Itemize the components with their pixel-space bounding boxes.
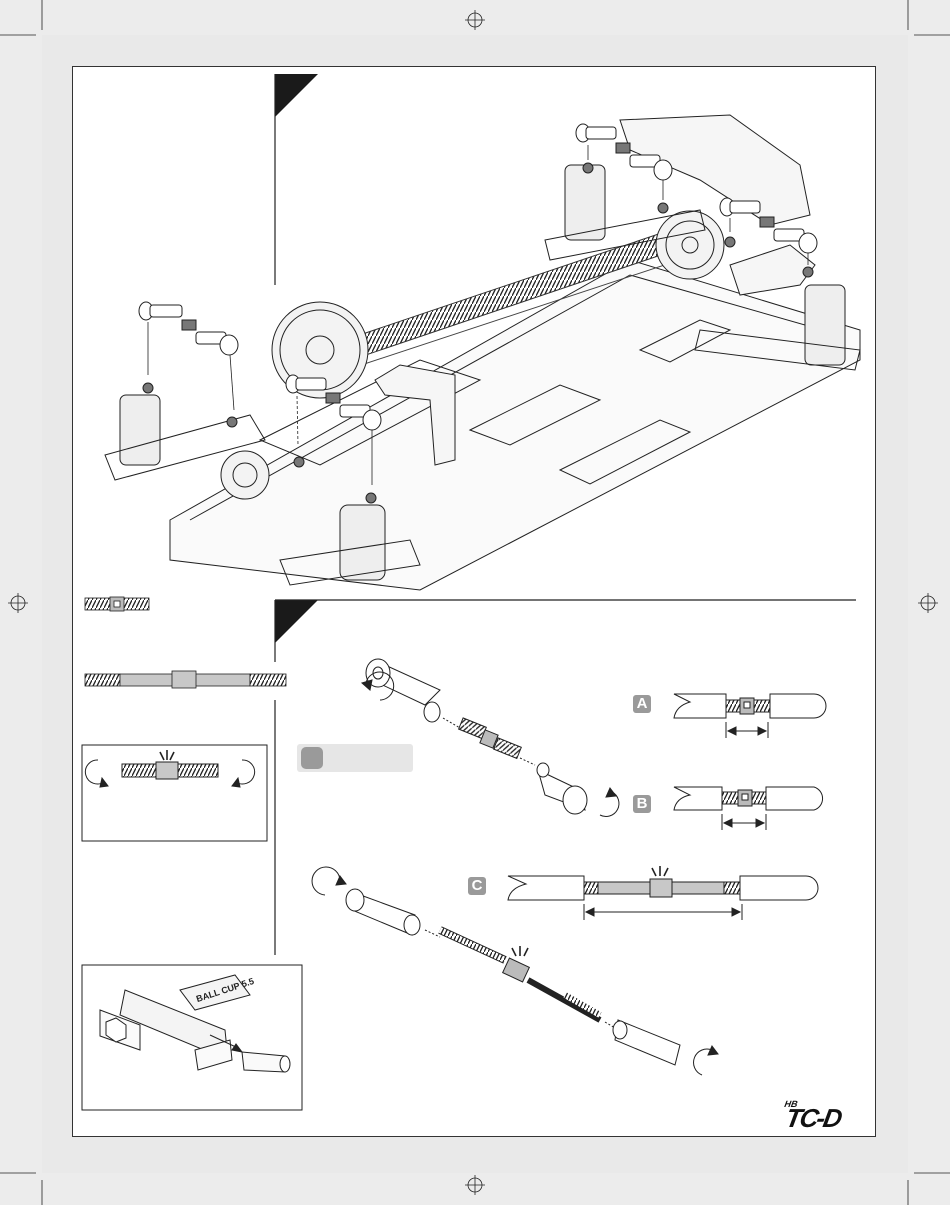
chassis-illustration xyxy=(105,115,860,590)
variant-a-diagram xyxy=(674,694,826,738)
short-turnbuckle-part xyxy=(85,597,149,611)
brand-logo-prefix: HB xyxy=(784,1099,799,1109)
variant-c-marker: C xyxy=(468,877,486,895)
long-turnbuckle-part xyxy=(85,671,286,688)
wrench-tool-inset xyxy=(82,965,302,1110)
instruction-tip-box xyxy=(297,744,413,772)
variant-b-diagram xyxy=(674,787,823,830)
rotation-tip-inset xyxy=(82,745,267,841)
tip-icon xyxy=(301,747,323,769)
variant-a-marker: A xyxy=(633,695,651,713)
step-1-corner xyxy=(275,74,318,285)
variant-b-marker: B xyxy=(633,795,651,813)
brand-logo: HB TC-D xyxy=(783,1103,843,1134)
ball-cup-short-exploded xyxy=(362,659,619,816)
variant-c-diagram xyxy=(508,866,818,920)
